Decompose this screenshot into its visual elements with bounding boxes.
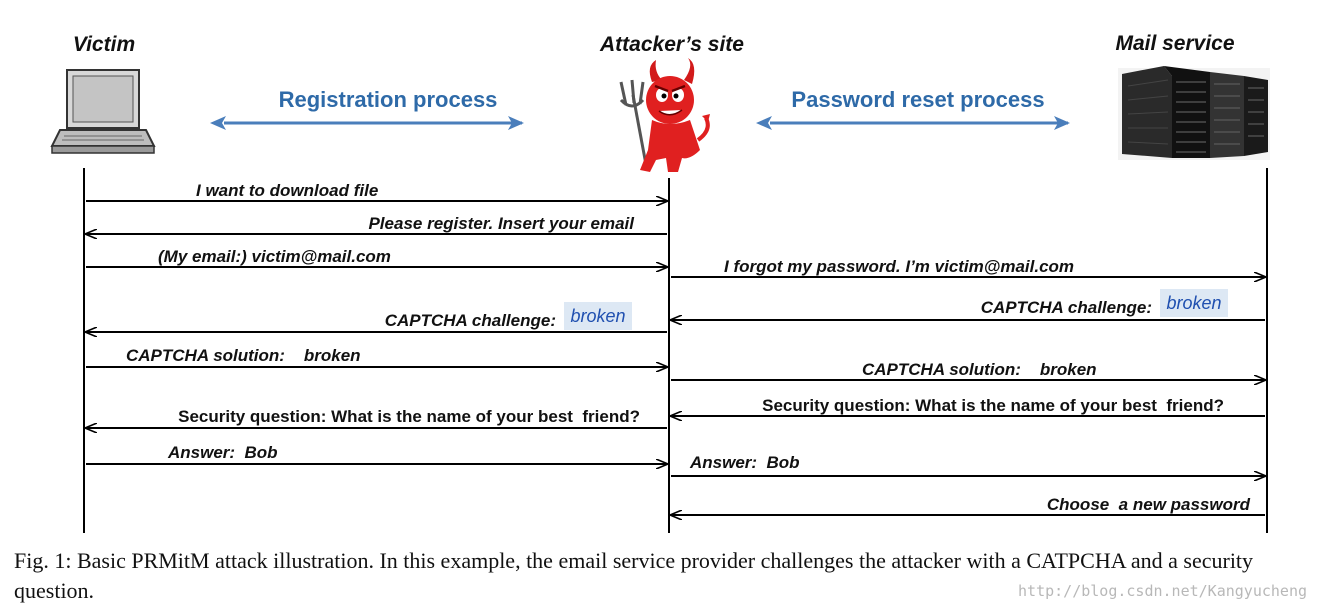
message-label: Please register. Insert your email — [368, 214, 635, 233]
message-label: Answer: Bob — [689, 453, 800, 472]
message-label: CAPTCHA challenge: — [385, 311, 556, 330]
message-label: I want to download file — [196, 181, 378, 200]
server-rack-icon — [1118, 66, 1270, 160]
figure-caption: Fig. 1: Basic PRMitM attack illustration… — [14, 548, 1254, 603]
message-label: (My email:) victim@mail.com — [158, 247, 391, 266]
message-label: I forgot my password. I’m victim@mail.co… — [724, 257, 1074, 276]
message-label: Choose a new password — [1047, 495, 1251, 514]
message-label: Answer: Bob — [167, 443, 278, 462]
captcha-word: broken — [570, 306, 625, 326]
message-label: CAPTCHA challenge: — [981, 298, 1152, 317]
captcha-image — [1160, 289, 1228, 317]
captcha-image — [564, 302, 632, 330]
message-label: CAPTCHA solution: broken — [126, 346, 361, 365]
laptop-icon — [50, 69, 156, 154]
message-label: Security question: What is the name of y… — [762, 396, 1224, 415]
devil-icon — [619, 58, 710, 172]
mail-service-label: Mail service — [1115, 32, 1234, 55]
message-label: CAPTCHA solution: broken — [862, 360, 1097, 379]
watermark: http://blog.csdn.net/Kangyucheng — [1018, 582, 1307, 600]
captcha-word: broken — [1166, 293, 1221, 313]
registration-label: Registration process — [279, 87, 498, 112]
password-reset-label: Password reset process — [791, 87, 1044, 112]
victim-label: Victim — [73, 33, 135, 56]
message-label: Security question: What is the name of y… — [178, 407, 640, 426]
attacker-label: Attacker’s site — [599, 33, 744, 56]
